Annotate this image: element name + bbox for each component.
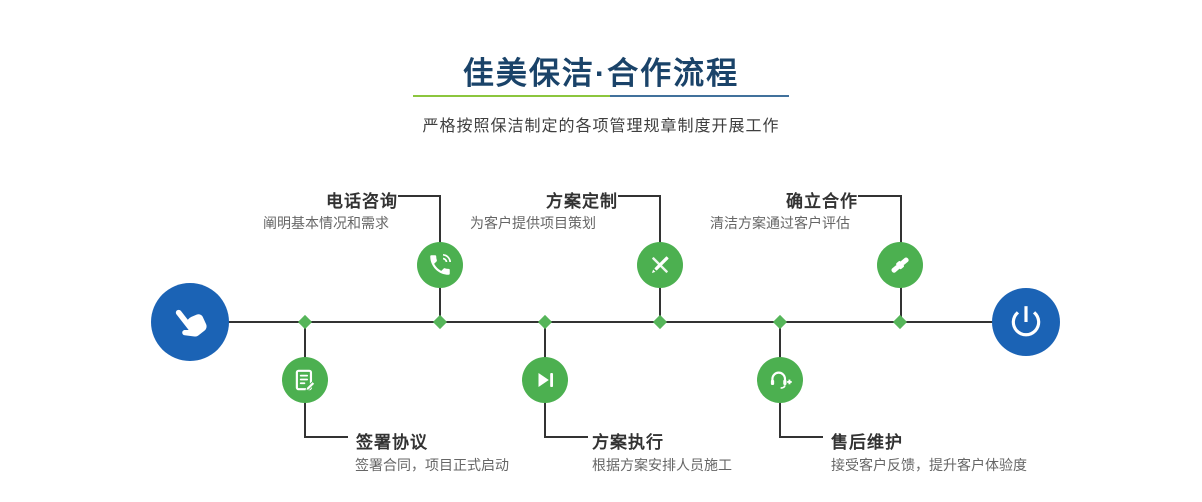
handshake-icon xyxy=(887,252,913,278)
step-title-plan-execute: 方案执行 xyxy=(592,433,664,452)
divider-green-segment xyxy=(413,95,610,97)
connector-line xyxy=(304,436,348,438)
timeline-start-node xyxy=(151,283,229,361)
timeline-node-diamond xyxy=(432,314,448,330)
divider-blue-segment xyxy=(609,95,789,97)
timeline-line xyxy=(190,321,1028,323)
connector-line xyxy=(858,195,902,197)
step-desc-after-sales: 接受客户反馈，提升客户体验度 xyxy=(831,457,1027,473)
connector-line xyxy=(779,436,823,438)
page-title: 佳美保洁·合作流程 xyxy=(462,56,740,91)
step-circle-after-sales xyxy=(757,357,803,403)
pencil-design-icon xyxy=(647,252,673,278)
connector-line xyxy=(618,195,660,197)
play-icon xyxy=(532,367,558,393)
step-desc-establish-cooperation: 清洁方案通过客户评估 xyxy=(710,215,850,231)
title-divider xyxy=(413,95,789,97)
timeline-end-node xyxy=(992,288,1060,356)
connector-line xyxy=(544,436,588,438)
timeline-node-diamond xyxy=(297,314,313,330)
timeline-node-diamond xyxy=(537,314,553,330)
step-title-plan-customize: 方案定制 xyxy=(546,192,618,211)
page-subtitle: 严格按照保洁制定的各项管理规章制度开展工作 xyxy=(422,118,780,135)
step-title-phone-consult: 电话咨询 xyxy=(326,192,398,211)
power-icon xyxy=(1007,303,1045,341)
step-circle-plan-customize xyxy=(637,242,683,288)
step-desc-plan-execute: 根据方案安排人员施工 xyxy=(592,457,732,473)
contract-icon xyxy=(292,367,318,393)
step-circle-sign-agreement xyxy=(282,357,328,403)
connector-line xyxy=(398,195,440,197)
step-title-after-sales: 售后维护 xyxy=(831,433,903,452)
step-circle-plan-execute xyxy=(522,357,568,403)
step-desc-phone-consult: 阐明基本情况和需求 xyxy=(263,215,389,231)
headset-icon xyxy=(767,367,793,393)
pointing-hand-icon xyxy=(161,293,220,352)
phone-icon xyxy=(427,252,453,278)
timeline-node-diamond xyxy=(772,314,788,330)
step-desc-plan-customize: 为客户提供项目策划 xyxy=(470,215,596,231)
step-circle-phone-consult xyxy=(417,242,463,288)
step-desc-sign-agreement: 签署合同，项目正式启动 xyxy=(355,457,509,473)
timeline-node-diamond xyxy=(892,314,908,330)
step-circle-establish-cooperation xyxy=(877,242,923,288)
step-title-sign-agreement: 签署协议 xyxy=(356,433,428,452)
step-title-establish-cooperation: 确立合作 xyxy=(786,192,858,211)
timeline-node-diamond xyxy=(652,314,668,330)
